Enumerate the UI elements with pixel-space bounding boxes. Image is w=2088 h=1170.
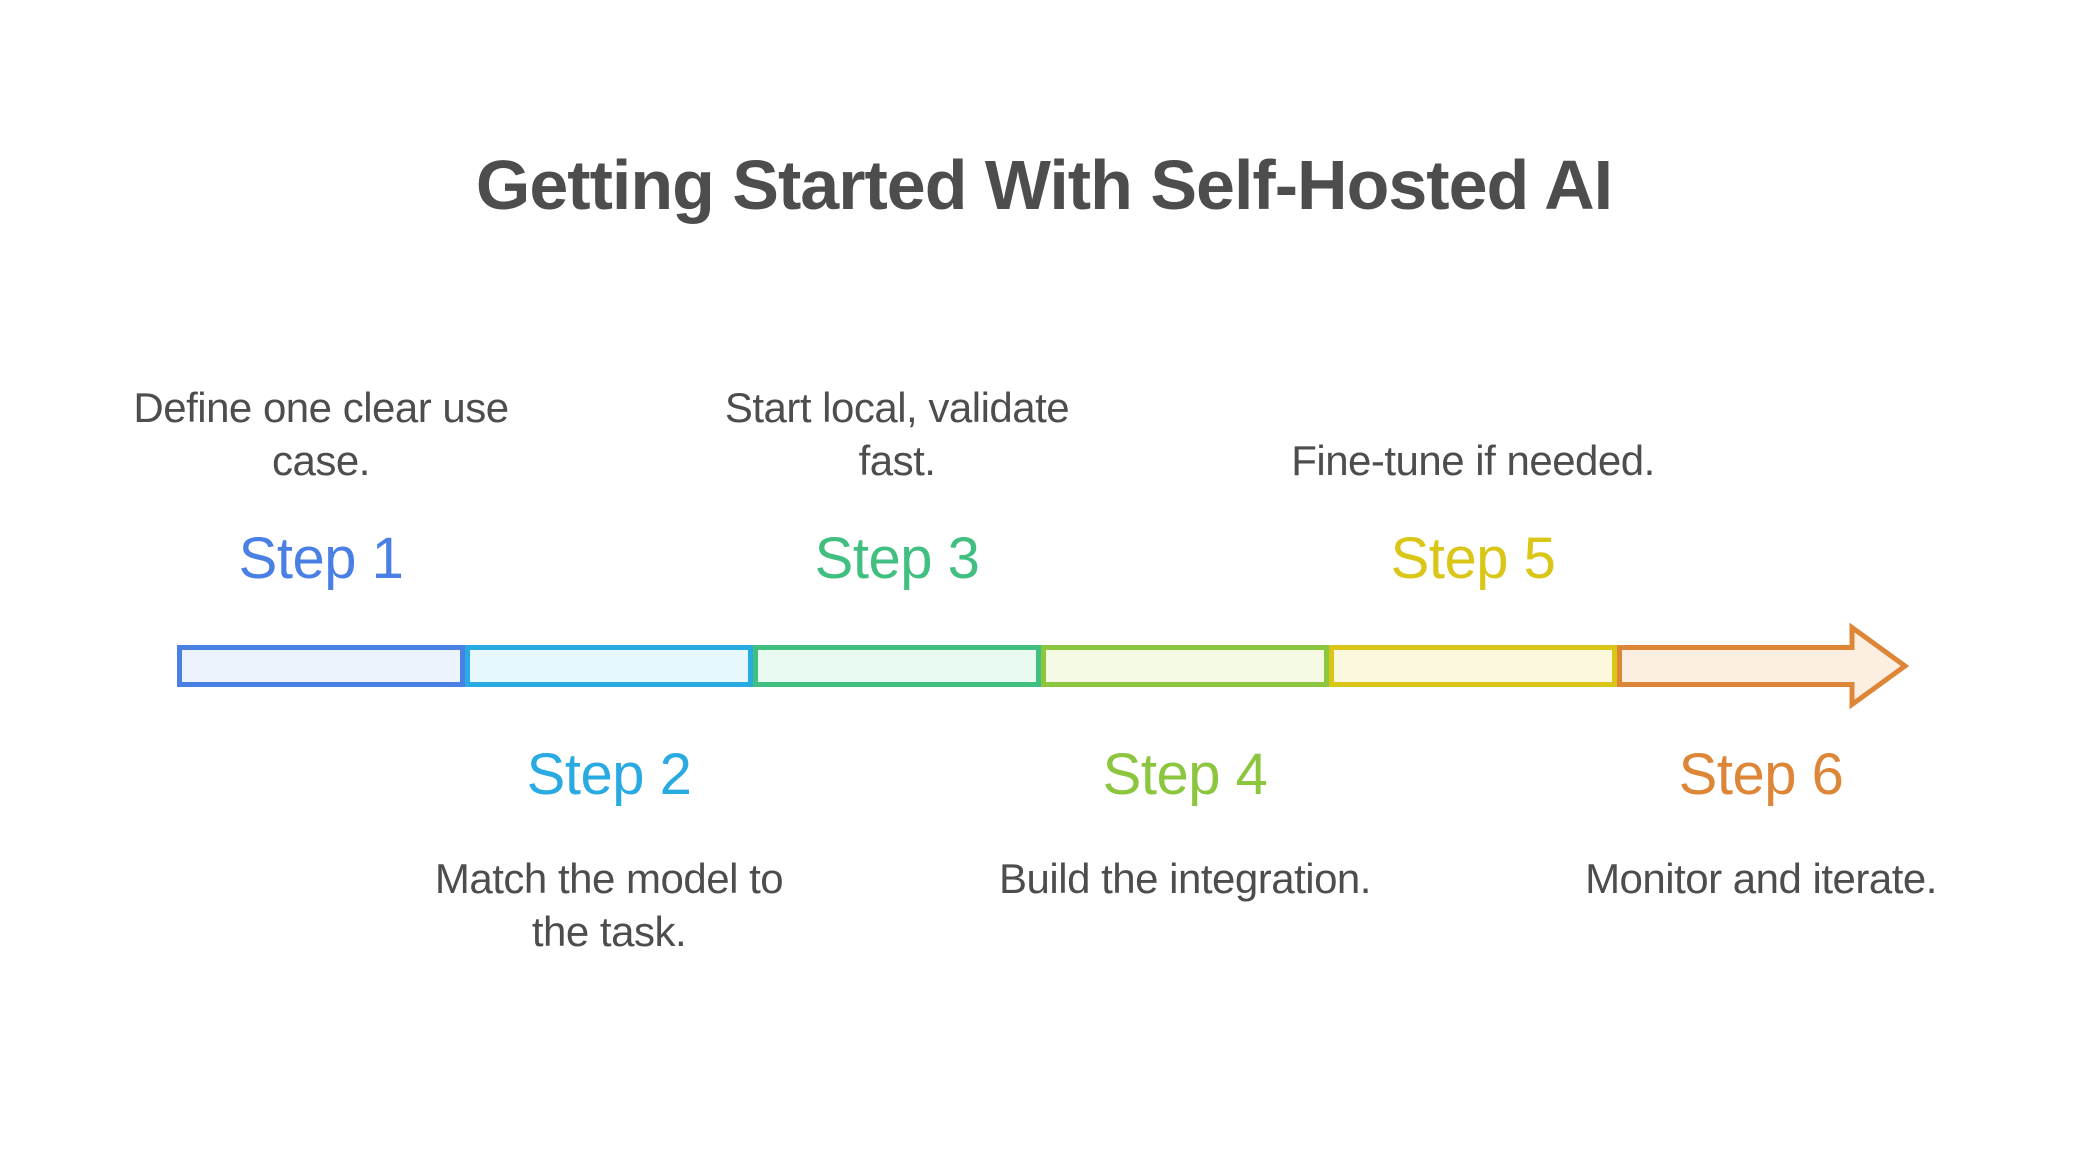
step-description: Start local, validate fast. [724, 384, 1070, 484]
timeline-segment [177, 645, 465, 687]
arrow-right-icon [1617, 622, 1910, 710]
step-description: Define one clear use case. [133, 384, 509, 484]
step-description: Monitor and iterate. [1585, 855, 1937, 902]
timeline-segment [1329, 645, 1617, 687]
step-label: Step 6 [1678, 742, 1844, 807]
timeline-segment [465, 645, 753, 687]
step-label: Step 2 [526, 742, 692, 807]
step-description: Fine-tune if needed. [1291, 437, 1655, 484]
timeline-segment [753, 645, 1041, 687]
step-label: Step 1 [238, 526, 404, 591]
arrow-head-segment [1617, 622, 1910, 710]
step-label: Step 4 [1102, 742, 1268, 807]
step-description: Match the model to the task. [434, 855, 784, 955]
step-label: Step 5 [1390, 526, 1556, 591]
step-description: Build the integration. [999, 855, 1371, 902]
timeline-segment [1041, 645, 1329, 687]
step-label: Step 3 [814, 526, 980, 591]
page-title: Getting Started With Self-Hosted AI [475, 146, 1613, 224]
